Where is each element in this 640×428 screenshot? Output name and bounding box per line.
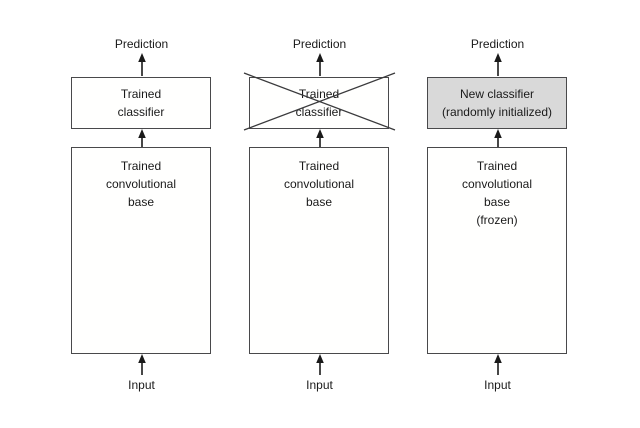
column-trained-classifier: Prediction Trained classifier Trained co… bbox=[71, 0, 212, 428]
box-text-line: Trained bbox=[120, 87, 162, 101]
up-arrow-icon bbox=[137, 53, 146, 76]
box-text-line: Trained bbox=[120, 159, 162, 173]
box-text-line: Trained bbox=[476, 159, 518, 173]
up-arrow-icon bbox=[315, 53, 324, 76]
column-new-classifier-frozen-base: Prediction New classifier (randomly init… bbox=[427, 0, 568, 428]
input-label: Input bbox=[306, 378, 333, 392]
box-text-line: Trained bbox=[298, 159, 340, 173]
box-text-line: Trained bbox=[298, 87, 340, 101]
column-removed-classifier: Prediction Trained classifier Trained co… bbox=[243, 0, 396, 428]
up-arrow-icon bbox=[315, 354, 324, 375]
frozen-conv-base-box: Trained convolutional base (frozen) bbox=[427, 147, 567, 354]
up-arrow-icon bbox=[493, 354, 502, 375]
box-text-line: convolutional bbox=[461, 177, 533, 191]
box-text-line: New classifier bbox=[459, 87, 534, 101]
box-text-line: base bbox=[305, 195, 333, 209]
prediction-label: Prediction bbox=[470, 37, 525, 51]
box-text-line: classifier bbox=[295, 105, 343, 119]
trained-conv-base-box: Trained convolutional base bbox=[71, 147, 211, 354]
up-arrow-icon bbox=[493, 53, 502, 76]
box-text-line: convolutional bbox=[283, 177, 355, 191]
prediction-label: Prediction bbox=[114, 37, 169, 51]
prediction-label: Prediction bbox=[292, 37, 347, 51]
up-arrow-icon bbox=[315, 129, 324, 147]
up-arrow-icon bbox=[137, 354, 146, 375]
trained-classifier-box: Trained classifier bbox=[71, 77, 211, 129]
trained-classifier-box: Trained classifier bbox=[249, 77, 389, 129]
input-label: Input bbox=[484, 378, 511, 392]
box-text-line: base bbox=[483, 195, 511, 209]
up-arrow-icon bbox=[493, 129, 502, 147]
trained-conv-base-box: Trained convolutional base bbox=[249, 147, 389, 354]
input-label: Input bbox=[128, 378, 155, 392]
box-text-line: (frozen) bbox=[476, 213, 518, 227]
box-text-line: classifier bbox=[117, 105, 165, 119]
up-arrow-icon bbox=[137, 129, 146, 147]
box-text-line: (randomly initialized) bbox=[441, 105, 553, 119]
box-text-line: base bbox=[127, 195, 155, 209]
box-text-line: convolutional bbox=[105, 177, 177, 191]
new-classifier-box: New classifier (randomly initialized) bbox=[427, 77, 567, 129]
